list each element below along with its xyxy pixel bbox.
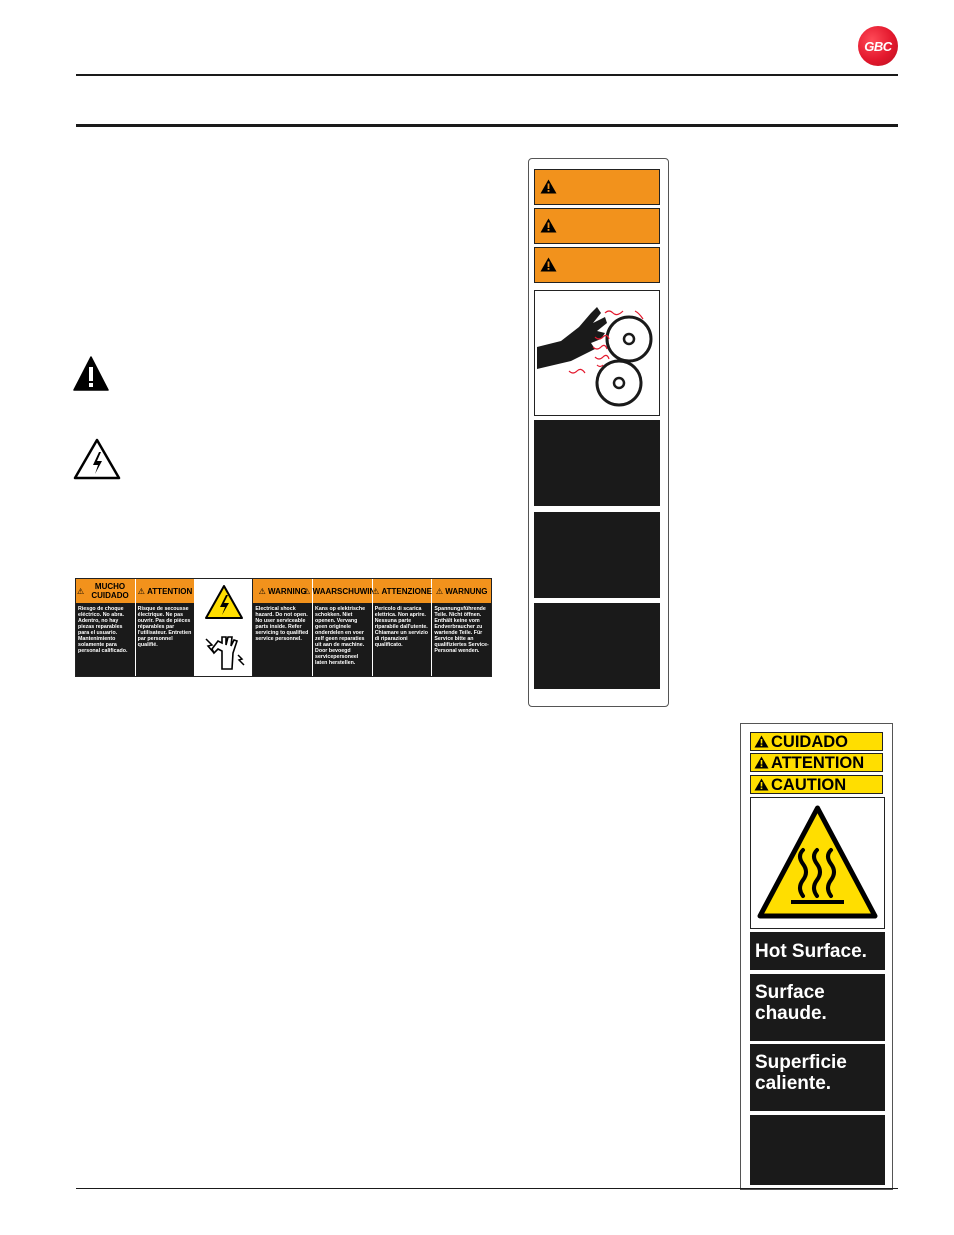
hot-heading-english: CAUTION [750,775,883,794]
warning-triangle-icon [540,179,557,194]
shock-panel-heading: ⚠ MUCHO CUIDADO [76,579,135,603]
pinch-message-panel-1 [534,420,660,506]
hot-heading-french: ATTENTION [750,753,883,772]
hot-message-french: Surface chaude. [750,974,885,1041]
shock-panel-italian: ⚠ ATTENZIONE Pericolo di scarica elettri… [372,579,433,676]
warning-triangle-icon [754,756,769,769]
electrical-shock-label: ⚠ MUCHO CUIDADO Riesgo de choque eléctri… [75,578,492,677]
pinch-header-2 [534,208,660,244]
pinch-message-panel-3 [534,603,660,689]
hot-message-panel-blank [750,1115,885,1185]
high-voltage-icon [204,585,243,620]
shock-panel-text: Riesgo de choque eléctrico. No abra. Ade… [76,603,135,676]
pinch-header-1 [534,169,660,205]
hot-message-english: Hot Surface. [750,932,885,970]
warning-triangle-icon [754,778,769,791]
hot-message-spanish: Superficie caliente. [750,1044,885,1111]
hot-surface-label: CUIDADO ATTENTION CAUTION Hot Surface. S… [740,723,893,1190]
shock-panel-heading: ⚠ ATTENTION [135,579,195,603]
shock-panel-text: Pericolo di scarica elettrica. Non aprir… [372,603,432,676]
hand-shock-icon [205,635,245,670]
warning-triangle-icon [540,257,557,272]
shock-panel-text: Spannungsführende Teile. Nicht öffnen. E… [432,603,492,676]
electrical-hazard-icon [73,438,121,480]
warning-triangle-icon [754,735,769,748]
shock-panel-heading: ⚠ ATTENZIONE [372,579,432,603]
shock-panel-text: Electrical shock hazard. Do not open. No… [253,603,313,676]
footer-rule [76,1188,898,1189]
gbc-logo: GBC [858,26,898,66]
shock-panel-german: ⚠ WARNUNG Spannungsführende Teile. Nicht… [432,579,492,676]
roller-pinch-hazard-icon [534,290,660,416]
shock-pictogram-panel [195,579,254,676]
shock-panel-spanish: ⚠ MUCHO CUIDADO Riesgo de choque eléctri… [76,579,136,676]
warning-triangle-icon [540,218,557,233]
shock-panel-heading: ⚠ WAARSCHUWING [303,579,382,603]
shock-panel-english: ⚠ WARNING Electrical shock hazard. Do no… [253,579,314,676]
shock-panel-dutch: ⚠ WAARSCHUWING Kans op elektrische schok… [303,579,382,676]
header-rule-top [76,74,898,76]
header-rule-bottom [76,124,898,127]
warning-triangle-icon [73,356,109,391]
shock-panel-heading: ⚠ WARNUNG [432,579,492,603]
pinch-header-3 [534,247,660,283]
hot-heading-spanish: CUIDADO [750,732,883,751]
shock-panel-french: ⚠ ATTENTION Risque de secousse électriqu… [135,579,196,676]
shock-panel-heading: ⚠ WARNING [253,579,313,603]
shock-panel-text: Kans op elektrische schokken. Niet opene… [313,603,372,676]
pinch-point-label [528,158,669,707]
shock-panel-text: Risque de secousse électrique. Ne pas ou… [135,603,195,676]
hot-surface-icon [750,797,885,929]
pinch-message-panel-2 [534,512,660,598]
